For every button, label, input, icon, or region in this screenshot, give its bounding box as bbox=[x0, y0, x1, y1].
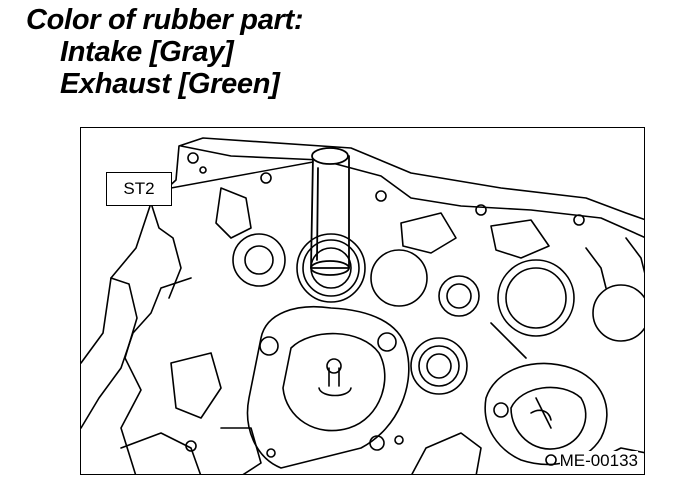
callout-leader bbox=[170, 161, 314, 189]
chamber-inner bbox=[510, 386, 587, 450]
flange-bolt bbox=[394, 435, 404, 445]
right-rib bbox=[490, 322, 527, 359]
valve-bore bbox=[505, 267, 567, 329]
bolt-hole bbox=[475, 204, 487, 216]
tool-highlight bbox=[316, 167, 319, 261]
lower-edge bbox=[411, 432, 482, 474]
left-rib-2 bbox=[150, 202, 182, 299]
tool-base bbox=[310, 260, 350, 276]
casting-outline bbox=[81, 137, 644, 364]
bolt-hole bbox=[573, 214, 585, 226]
valve-stem-top bbox=[326, 358, 342, 374]
st2-tool bbox=[310, 147, 350, 276]
valve-bore bbox=[592, 284, 644, 342]
lower-rib bbox=[220, 427, 262, 474]
figure-id: ME-00133 bbox=[559, 451, 638, 471]
bolt-hole bbox=[375, 190, 387, 202]
valve-bore bbox=[426, 353, 452, 379]
left-rib bbox=[110, 277, 142, 474]
chamber-outline bbox=[484, 362, 608, 466]
bolt-hole bbox=[187, 152, 199, 164]
valve-bore bbox=[438, 275, 480, 317]
valve-stem-2 bbox=[530, 397, 552, 429]
bolt-hole bbox=[260, 172, 272, 184]
boss-pad bbox=[215, 187, 252, 239]
intake-color-note: Intake [Gray] bbox=[60, 36, 234, 68]
valve-stem bbox=[328, 367, 340, 387]
tool-body bbox=[310, 155, 350, 269]
seal-flange-inner bbox=[282, 332, 386, 432]
valve-bore bbox=[370, 249, 428, 307]
valve-bore bbox=[296, 233, 366, 303]
heading-title: Color of rubber part: bbox=[26, 4, 304, 36]
right-rib bbox=[625, 237, 644, 274]
instruction-heading: Color of rubber part: Intake [Gray] Exha… bbox=[26, 4, 304, 100]
right-rib bbox=[585, 247, 607, 289]
valve-bore bbox=[302, 239, 360, 297]
valve-stem-base bbox=[318, 387, 352, 397]
left-flank bbox=[81, 277, 192, 429]
flange-bolt bbox=[369, 435, 385, 451]
valve-bore bbox=[232, 233, 286, 287]
valve-bore bbox=[497, 259, 575, 337]
bolt-hole bbox=[266, 448, 276, 458]
tool-top bbox=[311, 147, 349, 165]
boss-pad bbox=[490, 219, 550, 259]
boss-pad bbox=[400, 212, 457, 254]
st2-callout-label: ST2 bbox=[106, 172, 172, 206]
lower-rib bbox=[170, 352, 222, 419]
flange-bolt bbox=[377, 332, 397, 352]
valve-bore bbox=[410, 337, 468, 395]
seal-flange bbox=[246, 306, 410, 469]
valve-bore bbox=[244, 245, 274, 275]
flange-bolt bbox=[545, 454, 557, 466]
bolt-hole bbox=[185, 440, 197, 452]
cylinder-head-figure: ST2 ME-00133 bbox=[80, 127, 645, 475]
valve-bore bbox=[446, 283, 472, 309]
flange-bolt bbox=[493, 402, 509, 418]
exhaust-color-note: Exhaust [Green] bbox=[60, 68, 280, 100]
bolt-hole bbox=[199, 166, 207, 174]
valve-bore bbox=[418, 345, 460, 387]
flange-bolt bbox=[259, 336, 279, 356]
lower-rib bbox=[120, 432, 202, 474]
